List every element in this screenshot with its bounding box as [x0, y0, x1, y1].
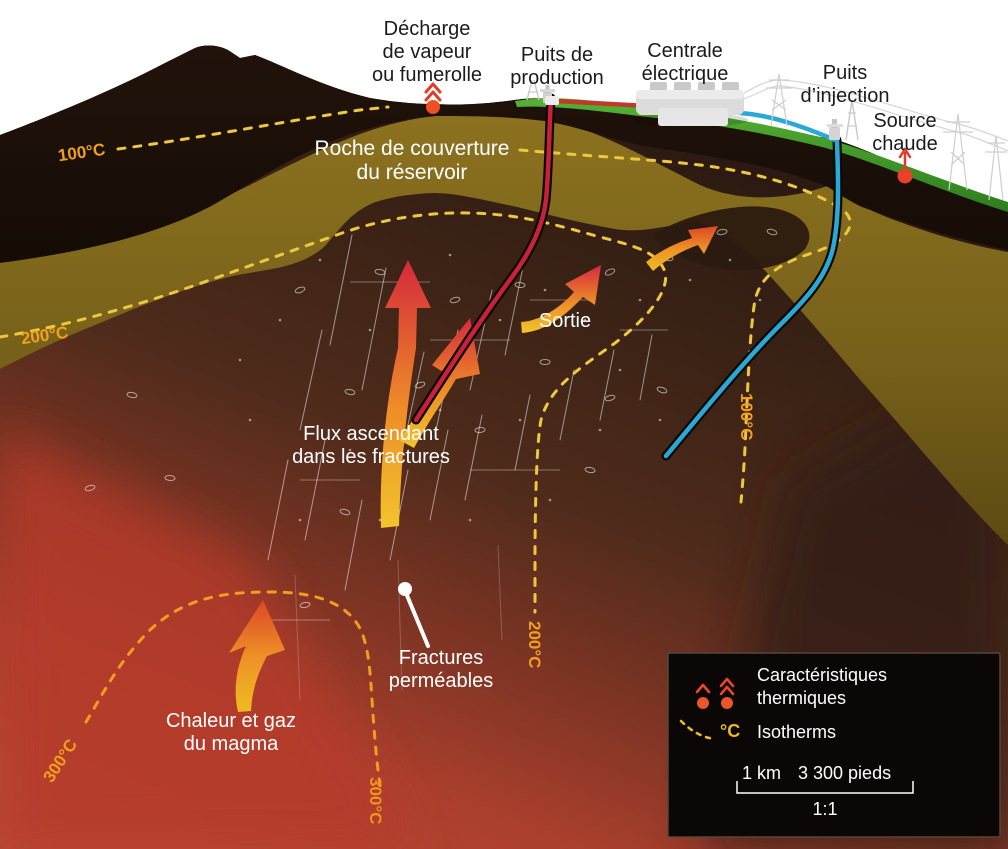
- hot-spring-icon: [897, 147, 913, 184]
- production-well-label-line: production: [510, 67, 604, 89]
- isotherm-100-left: [116, 105, 390, 151]
- outlet-arrow: [521, 265, 601, 333]
- production-well-pipe: [413, 95, 554, 423]
- cool-zone: [652, 206, 810, 271]
- ascending-flow-label-line: dans les fractures: [292, 446, 450, 468]
- legend-thermal-features-line: Caractéristiques: [757, 665, 888, 685]
- ascending-flow-label: Flux ascendant dans les fractures: [271, 423, 471, 469]
- discharge-label-line: de vapeur: [382, 41, 472, 63]
- power-plant-label: Centrale électrique: [625, 40, 745, 86]
- hot-spring-label: Source chaude: [850, 110, 960, 156]
- power-line: [743, 79, 1008, 142]
- ascending-flow-arrow: [380, 260, 431, 528]
- legend-thermal-features-label: Caractéristiques thermiques: [757, 664, 967, 710]
- legend-hot-spring-icon: [695, 683, 711, 709]
- isotherm-300: [84, 590, 383, 795]
- cap-rock-label-line: du réservoir: [356, 161, 468, 184]
- discharge-label: Décharge de vapeur ou fumerolle: [347, 18, 507, 87]
- permeable-fractures-label-line: perméables: [388, 670, 494, 692]
- magma-heat-label-line: du magma: [183, 733, 279, 755]
- transmission-tower-icon: [985, 135, 1007, 201]
- transmission-tower-icon: [943, 113, 973, 191]
- legend-box: [667, 652, 1001, 838]
- magma-heat-label-line: Chaleur et gaz: [165, 710, 297, 732]
- hot-spring-label-line: chaude: [872, 133, 938, 155]
- production-wellhead-icon: [526, 79, 559, 105]
- production-well-label-line: Puits de: [520, 44, 594, 66]
- cap-rock-label: Roche de couverture du réservoir: [287, 137, 537, 185]
- cap-rock-label-line: Roche de couverture: [314, 137, 510, 160]
- outlet-label: Sortie: [538, 310, 592, 332]
- upper-outlet-arrow: [646, 226, 718, 271]
- ascending-flow-label-line: Flux ascendant: [303, 423, 439, 445]
- isotherm-300-bottom-label: 300°C: [366, 777, 385, 825]
- isotherm-curves: [0, 105, 852, 795]
- discharge-label-line: ou fumerolle: [371, 64, 483, 86]
- isotherm-200-mid-label: 200°C: [525, 621, 544, 669]
- legend-scale-feet: 3 300 pieds: [798, 763, 892, 783]
- hot-spring-label-line: Source: [873, 110, 937, 132]
- scale-bracket: [736, 781, 914, 794]
- legend-scale-km: 1 km: [742, 763, 782, 783]
- power-plant-label-line: Centrale: [647, 40, 723, 62]
- permeable-fractures-label: Fractures perméables: [351, 647, 531, 693]
- production-well-label: Puits de production: [497, 44, 617, 90]
- legend-isotherms-label: Isotherms: [757, 722, 837, 742]
- injection-well-label-line: Puits: [822, 62, 868, 84]
- power-plant-icon: [632, 82, 748, 127]
- isotherm-100-right: [518, 148, 852, 504]
- legend-fumarole-icon: [719, 677, 735, 709]
- injection-well-label-line: d’injection: [800, 85, 890, 107]
- injection-well-pipe: [663, 137, 841, 459]
- legend-isotherm-icon: [679, 719, 717, 741]
- isotherm-200: [0, 211, 668, 614]
- discharge-label-line: Décharge: [383, 18, 471, 40]
- production-surface-pipe: [553, 98, 651, 109]
- legend-unit-label: °C: [720, 721, 741, 741]
- power-plant-label-line: électrique: [641, 63, 729, 85]
- rock-specks: [238, 253, 762, 522]
- legend-thermal-features-line: thermiques: [757, 688, 847, 708]
- magma-heat-label: Chaleur et gaz du magma: [141, 710, 321, 756]
- isotherm-100-right-label: 100°C: [737, 393, 756, 441]
- legend-scale-ratio: 1:1: [812, 799, 838, 819]
- wells: [411, 93, 843, 461]
- deep-fractures: [294, 544, 503, 701]
- transmission-tower-icon: [766, 73, 792, 127]
- power-grid: [743, 73, 1008, 201]
- pointer-pin-icon: [398, 582, 430, 648]
- permeable-fractures-label-line: Fractures: [398, 647, 484, 669]
- magma-glow: [0, 430, 420, 849]
- injection-wellhead-icon: [827, 99, 859, 141]
- fumarole-icon: [424, 82, 442, 114]
- magma-heat-arrow: [229, 600, 285, 712]
- injection-well-label: Puits d’injection: [785, 62, 905, 108]
- topsoil-layer: [0, 45, 1008, 263]
